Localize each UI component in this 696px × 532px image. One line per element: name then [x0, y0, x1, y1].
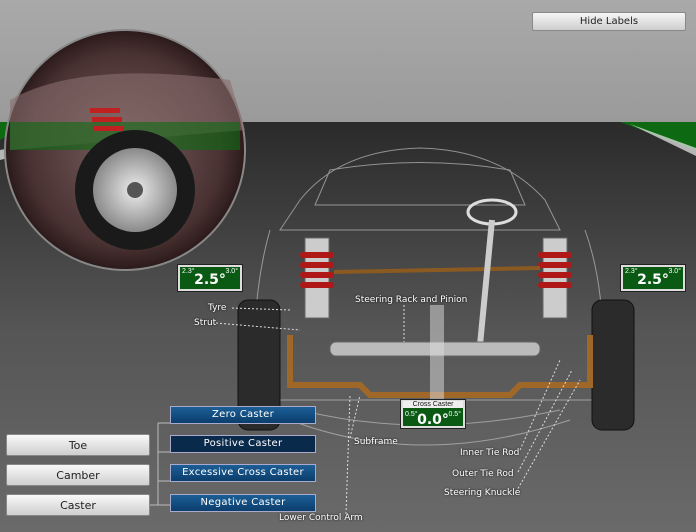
- label-lower-control-arm: Lower Control Arm: [279, 513, 363, 523]
- right-caster-gauge: 2.3° 3.0° 2.5°: [621, 265, 685, 291]
- hide-labels-button[interactable]: Hide Labels: [532, 12, 686, 31]
- label-strut: Strut: [194, 318, 217, 328]
- left-spring: [300, 252, 334, 288]
- cross-caster-gauge: Cross Caster 0.5° 0.5° 0.0°: [401, 400, 465, 428]
- positive-caster-button[interactable]: Positive Caster: [170, 435, 316, 453]
- right-gauge-high: 3.0°: [668, 268, 681, 275]
- right-gauge-low: 2.3°: [625, 268, 638, 275]
- excessive-cross-caster-button[interactable]: Excessive Cross Caster: [170, 464, 316, 482]
- left-wheel: [237, 299, 281, 431]
- camber-button[interactable]: Camber: [6, 464, 150, 486]
- left-gauge-low: 2.3°: [182, 268, 195, 275]
- sway-bar: [333, 266, 541, 274]
- right-gauge-value: 2.5°: [637, 272, 669, 288]
- cross-gauge-high: 0.5°: [448, 411, 461, 418]
- label-steering-knuckle: Steering Knuckle: [444, 488, 521, 498]
- label-subframe: Subframe: [354, 437, 398, 447]
- right-spring: [538, 252, 572, 288]
- zero-caster-button[interactable]: Zero Caster: [170, 406, 316, 424]
- label-tyre: Tyre: [208, 303, 227, 313]
- toe-button[interactable]: Toe: [6, 434, 150, 456]
- label-outer-tie-rod: Outer Tie Rod: [452, 469, 514, 479]
- cross-gauge-low: 0.5°: [405, 411, 418, 418]
- cross-gauge-value: 0.0°: [417, 412, 449, 428]
- left-gauge-value: 2.5°: [194, 272, 226, 288]
- cross-gauge-title: Cross Caster: [403, 401, 463, 408]
- caster-button[interactable]: Caster: [6, 494, 150, 516]
- right-wheel: [591, 299, 635, 431]
- left-gauge-high: 3.0°: [225, 268, 238, 275]
- negative-caster-button[interactable]: Negative Caster: [170, 494, 316, 512]
- left-caster-gauge: 2.3° 3.0° 2.5°: [178, 265, 242, 291]
- label-inner-tie-rod: Inner Tie Rod: [460, 448, 520, 458]
- label-steering-rack: Steering Rack and Pinion: [355, 295, 468, 305]
